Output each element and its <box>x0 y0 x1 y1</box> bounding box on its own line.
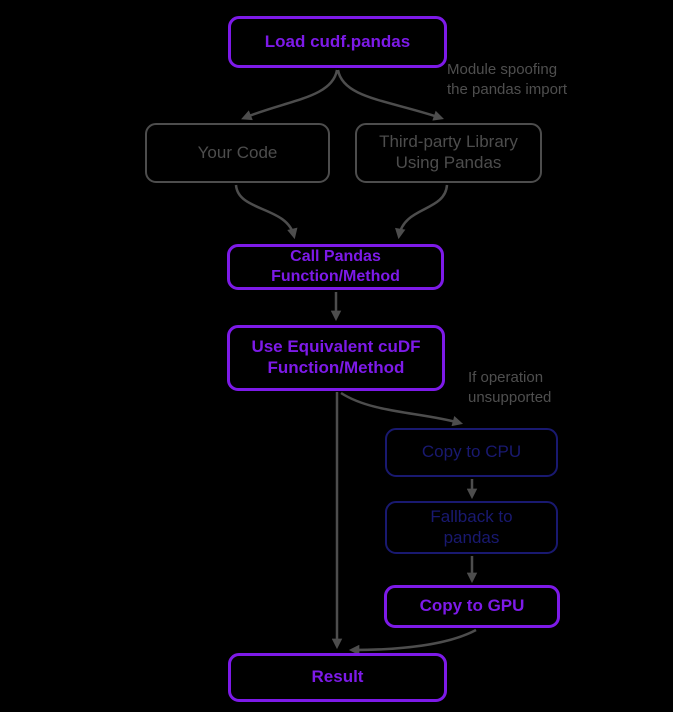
annotation-module-spoofing: Module spoofing the pandas import <box>447 61 568 98</box>
node-result: Result <box>228 653 447 702</box>
node-your-code: Your Code <box>145 123 330 183</box>
arrow-use-equivalent-to-copy-cpu <box>340 391 464 427</box>
node-third-party-library: Third-party Library Using Pandas <box>355 123 542 183</box>
arrow-load-to-third-party <box>336 69 444 121</box>
arrow-copy-gpu-to-result <box>348 628 477 656</box>
node-load-cudf-pandas: Load cudf.pandas <box>228 16 447 68</box>
annotation-if-operation-unsupported: If operation unsupported <box>468 369 552 406</box>
arrow-load-to-your-code <box>241 69 339 121</box>
node-use-equivalent-cudf: Use Equivalent cuDF Function/Method <box>227 325 445 391</box>
node-copy-to-gpu: Copy to GPU <box>384 585 560 628</box>
node-copy-to-cpu: Copy to CPU <box>385 428 558 477</box>
node-call-pandas-function: Call Pandas Function/Method <box>227 244 444 290</box>
arrow-your-code-to-call-pandas <box>234 184 298 240</box>
arrow-third-party-to-call-pandas <box>395 184 449 240</box>
node-fallback-to-pandas: Fallback to pandas <box>385 501 558 554</box>
